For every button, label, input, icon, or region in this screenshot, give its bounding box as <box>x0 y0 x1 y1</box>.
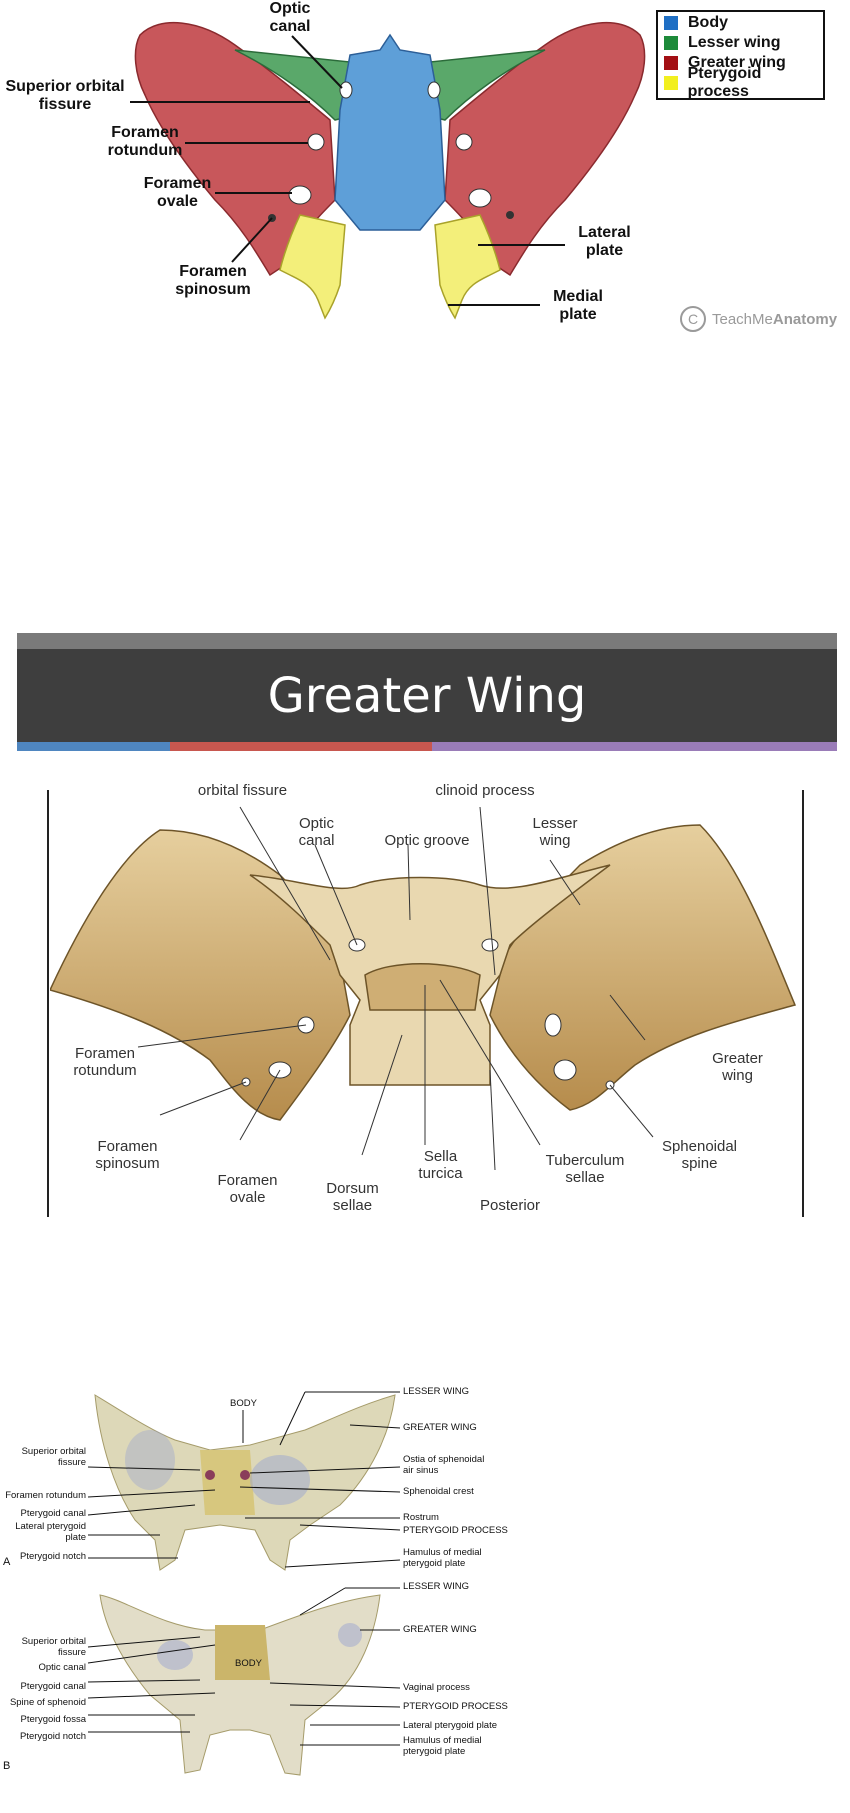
lesser-wing-right-shape <box>424 49 546 121</box>
legend-item: Body <box>664 14 728 32</box>
panel-a-left-label: Pterygoid notch <box>19 1551 86 1562</box>
panel-a-body-label: BODY <box>230 1398 257 1409</box>
label-posterior: Posterior <box>479 1197 541 1214</box>
label-dorsum-sellae: Dorsum sellae <box>326 1180 379 1215</box>
panel-b-right-label: PTERYGOID PROCESS <box>403 1701 508 1712</box>
panel-a-right-label: Ostia of sphenoidal air sinus <box>403 1454 485 1476</box>
label-greater-wing: Greater wing <box>712 1050 763 1085</box>
panel-a-right-label: Hamulus of medial pterygoid plate <box>403 1547 482 1569</box>
banner-stripe-blue <box>17 742 170 751</box>
label-superior-orbital-fissure: Superior orbital fissure <box>5 78 125 114</box>
photo-sphenoid-views <box>87 1391 401 1776</box>
figure2-right-border <box>802 790 804 1217</box>
label-foramen-rotundum: Foramen rotundum <box>107 124 183 160</box>
label-foramen-ovale-2: Foramen ovale <box>217 1172 278 1207</box>
label-optic-canal-2: Optic canal <box>298 815 335 850</box>
panel-b-letter: B <box>3 1760 11 1772</box>
legend-item: Lesser wing <box>664 34 780 52</box>
banner-stripe-red <box>170 742 432 751</box>
banner-top-bar <box>17 633 837 649</box>
panel-a-left-label: Superior orbital fissure <box>21 1446 86 1468</box>
panel-a-right-label: PTERYGOID PROCESS <box>403 1525 508 1536</box>
label-sella-turcica: Sella turcica <box>418 1148 463 1183</box>
panel-b-left-label: Pterygoid fossa <box>20 1714 86 1725</box>
panel-a-letter: A <box>3 1556 11 1568</box>
panel-a-right-label: GREATER WING <box>403 1422 477 1433</box>
panel-b-left-label: Spine of sphenoid <box>9 1697 86 1708</box>
panel-b-right-label: LESSER WING <box>403 1581 469 1592</box>
panel-a-left-label: Lateral pterygoid plate <box>15 1521 86 1543</box>
panel-a-right-label: Rostrum <box>403 1512 439 1523</box>
panel-a-right-label: LESSER WING <box>403 1386 469 1397</box>
label-foramen-rotundum-2: Foramen rotundum <box>73 1045 137 1080</box>
legend-swatch <box>664 16 678 30</box>
copyright-icon: C <box>680 306 706 332</box>
legend-swatch <box>664 56 678 70</box>
panel-b-left-label: Pterygoid notch <box>19 1731 86 1742</box>
label-clinoid-process: clinoid process <box>435 782 535 799</box>
panel-b-right-label: Vaginal process <box>403 1682 470 1693</box>
legend-swatch <box>664 76 678 90</box>
colored-sphenoid-illustration <box>130 22 646 320</box>
panel-b-right-label: Lateral pterygoid plate <box>403 1720 498 1731</box>
label-foramen-spinosum: Foramen spinosum <box>175 263 251 299</box>
banner-stripe-purple <box>432 742 837 751</box>
panel-a-right-label: Sphenoidal crest <box>403 1486 474 1497</box>
panel-b-right-label: Hamulus of medial pterygoid plate <box>403 1735 482 1757</box>
label-medial-plate: Medial plate <box>553 288 603 324</box>
figure2-left-border <box>47 790 49 1217</box>
panel-b-left-label: Optic canal <box>38 1662 86 1673</box>
label-sphenoidal-spine: Sphenoidal spine <box>661 1138 738 1173</box>
label-tuberculum-sellae: Tuberculum sellae <box>545 1152 625 1187</box>
section-banner: Greater Wing <box>17 649 837 742</box>
pterygoid-left-shape <box>279 214 346 320</box>
lesser-wing-left-shape <box>234 49 356 121</box>
label-lateral-plate: Lateral plate <box>578 224 631 260</box>
label-optic-canal: Optic canal <box>269 0 311 36</box>
legend-swatch <box>664 36 678 50</box>
panel-b-left-label: Pterygoid canal <box>20 1681 86 1692</box>
panel-a-left-label: Foramen rotundum <box>5 1490 86 1501</box>
panel-b-left-label: Superior orbital fissure <box>21 1636 86 1658</box>
label-optic-groove: Optic groove <box>384 832 470 849</box>
legend-item: Greater wing <box>664 54 786 72</box>
figure-colored-sphenoid: Optic canal Superior orbital fissure For… <box>0 0 850 345</box>
label-foramen-spinosum-2: Foramen spinosum <box>95 1138 160 1173</box>
legend-item: Pterygoid process <box>664 65 823 100</box>
panel-b-right-label: GREATER WING <box>403 1624 477 1635</box>
color-legend: Body Lesser wing Greater wing Pterygoid … <box>656 10 825 100</box>
banner-title: Greater Wing <box>267 667 587 724</box>
label-foramen-ovale: Foramen ovale <box>143 175 212 211</box>
superior-sphenoid-illustration <box>50 806 797 1171</box>
label-lesser-wing: Lesser wing <box>532 815 578 850</box>
label-orbital-fissure: orbital fissure <box>197 782 288 799</box>
panel-b-body-label: BODY <box>235 1658 262 1669</box>
body-shape <box>334 33 446 231</box>
panel-a-left-label: Pterygoid canal <box>20 1508 86 1519</box>
